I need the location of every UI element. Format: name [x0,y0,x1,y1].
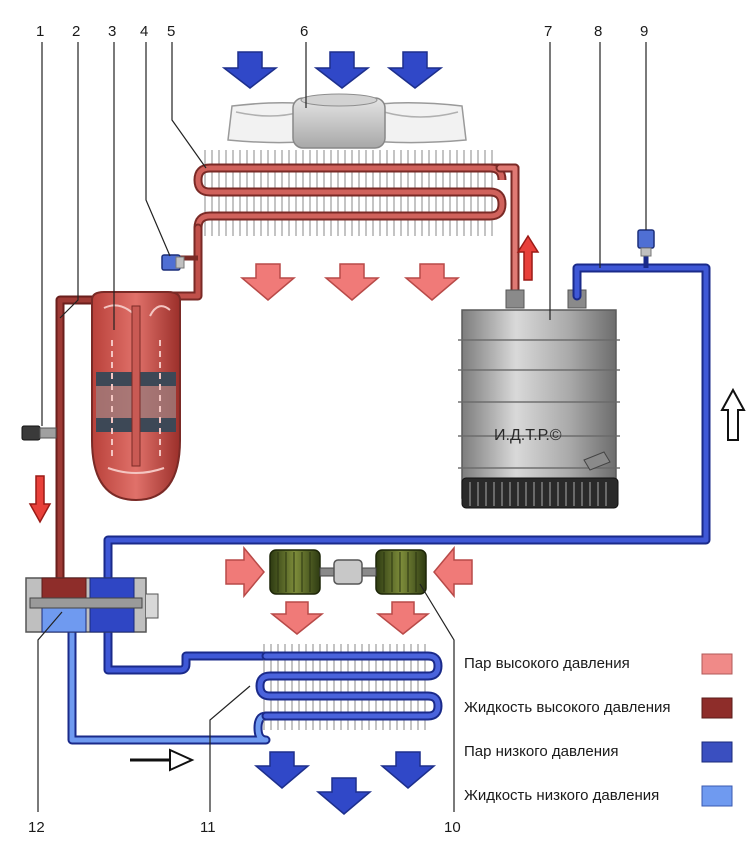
callout-numbers: 1 2 3 4 5 6 7 8 9 10 11 12 [28,23,648,836]
callout-1: 1 [36,23,44,40]
left-arrow-icon [433,545,473,599]
high-side-service-port [161,254,198,271]
callout-8: 8 [594,23,602,40]
condenser-inlet-air-arrows [221,51,444,89]
down-arrow-icon [269,601,325,635]
legend-swatch-low-vapor [701,741,733,763]
down-arrow-icon [253,751,311,789]
down-arrow-icon [379,751,437,789]
condenser-outlet-air-arrows [239,263,461,301]
callout-10: 10 [444,819,461,836]
legend-label-high-vapor: Пар высокого давления [464,655,630,672]
evaporator-outlet-air-arrows [253,751,437,815]
right-arrow-icon [225,545,265,599]
down-arrow-icon [221,51,279,89]
callout-4: 4 [140,23,148,40]
legend-swatch-high-vapor [701,653,733,675]
legend-swatch-high-liquid [701,697,733,719]
up-arrow-icon [720,387,746,441]
low-pressure-lines [67,263,711,745]
blower-outlet-air-arrows [269,601,431,635]
callout-2: 2 [72,23,80,40]
pressure-switch [21,425,57,441]
callout-6: 6 [300,23,308,40]
condenser [193,150,520,236]
low-side-service-port [637,229,655,268]
watermark: И.Д.Т.Р.© [494,427,562,444]
down-arrow-icon [375,601,431,635]
legend-label-low-vapor: Пар низкого давления [464,743,619,760]
legend-label-low-liquid: Жидкость низкого давления [464,787,659,804]
condenser-fan [227,93,467,149]
callout-11: 11 [200,819,216,836]
high-pressure-lines [55,163,520,585]
evaporator [255,644,443,730]
receiver-dryer [91,291,181,502]
down-arrow-icon [28,475,52,524]
callout-3: 3 [108,23,116,40]
callout-5: 5 [167,23,175,40]
compressor: И.Д.Т.Р.© [458,289,620,509]
down-arrow-icon [386,51,444,89]
flow-direction-arrow [130,748,195,772]
evaporator-blower [225,545,473,599]
callout-12: 12 [28,819,45,836]
up-arrow-icon [516,234,540,281]
down-arrow-icon [403,263,461,301]
legend-label-high-liquid: Жидкость высокого давления [464,699,671,716]
down-arrow-icon [315,777,373,815]
down-arrow-icon [313,51,371,89]
down-arrow-icon [239,263,297,301]
callout-7: 7 [544,23,552,40]
down-arrow-icon [323,263,381,301]
legend-swatch-low-liquid [701,785,733,807]
callout-leaders [37,42,647,812]
right-arrow-icon [169,748,195,772]
legend: Пар высокого давления Жидкость высокого … [464,653,733,807]
callout-9: 9 [640,23,648,40]
expansion-valve [25,577,159,633]
